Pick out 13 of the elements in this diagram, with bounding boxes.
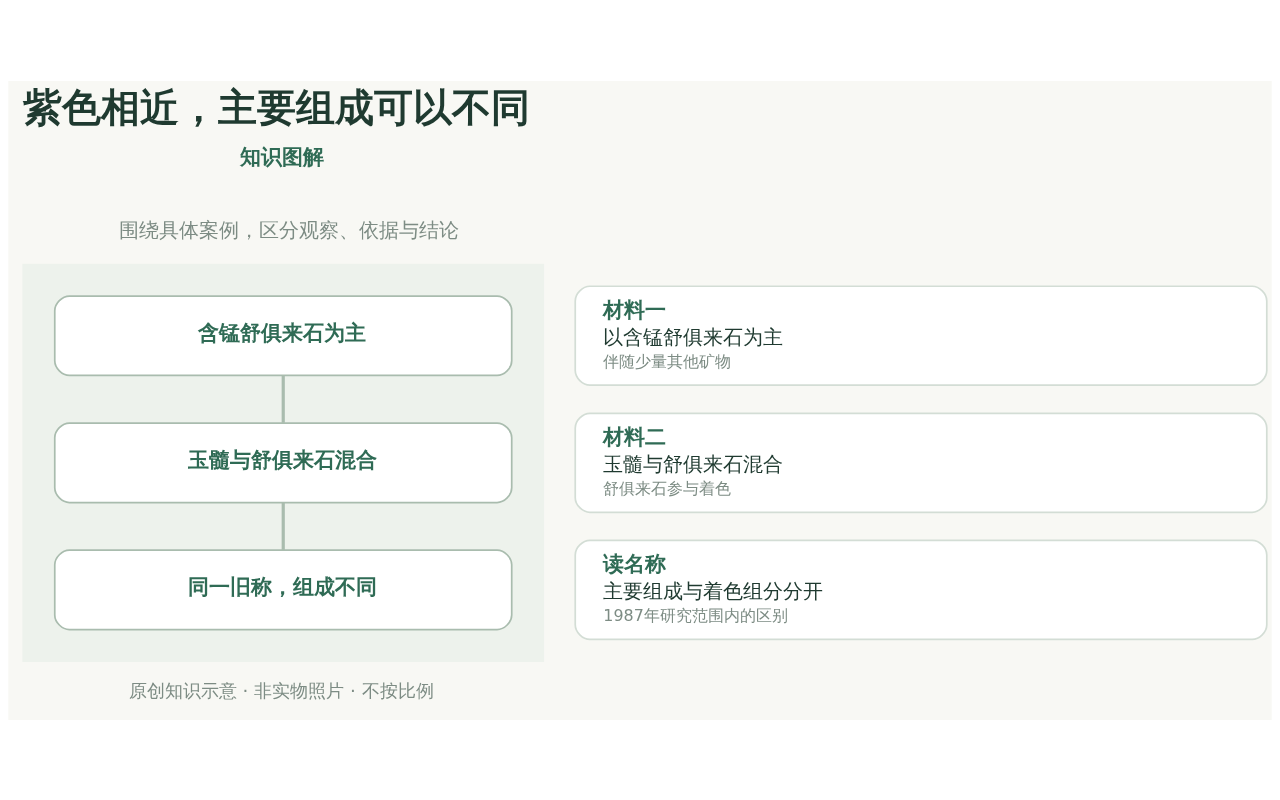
diagram-title: 紫色相近，主要组成可以不同: [22, 84, 530, 130]
connector: [281, 502, 285, 550]
node-box: 材料一 以含锰舒俱来石为主 伴随少量其他矿物: [574, 284, 1268, 386]
connector: [281, 375, 285, 423]
label: 原创知识示意 · 非实物照片 · 不按比例: [128, 679, 434, 701]
node-box: 材料二 玉髓与舒俱来石混合 舒俱来石参与着色: [574, 411, 1268, 513]
label: 知识图解: [240, 144, 325, 169]
node-box: 玉髓与舒俱来石混合: [53, 421, 513, 503]
label: 围绕具体案例，区分观察、依据与结论: [119, 218, 460, 242]
node-box: 读名称 主要组成与着色组分分开 1987年研究范围内的区别: [574, 539, 1268, 640]
node-box: 含锰舒俱来石为主: [53, 294, 513, 376]
node-box: 同一旧称，组成不同: [53, 548, 513, 630]
cluster: [22, 263, 545, 662]
